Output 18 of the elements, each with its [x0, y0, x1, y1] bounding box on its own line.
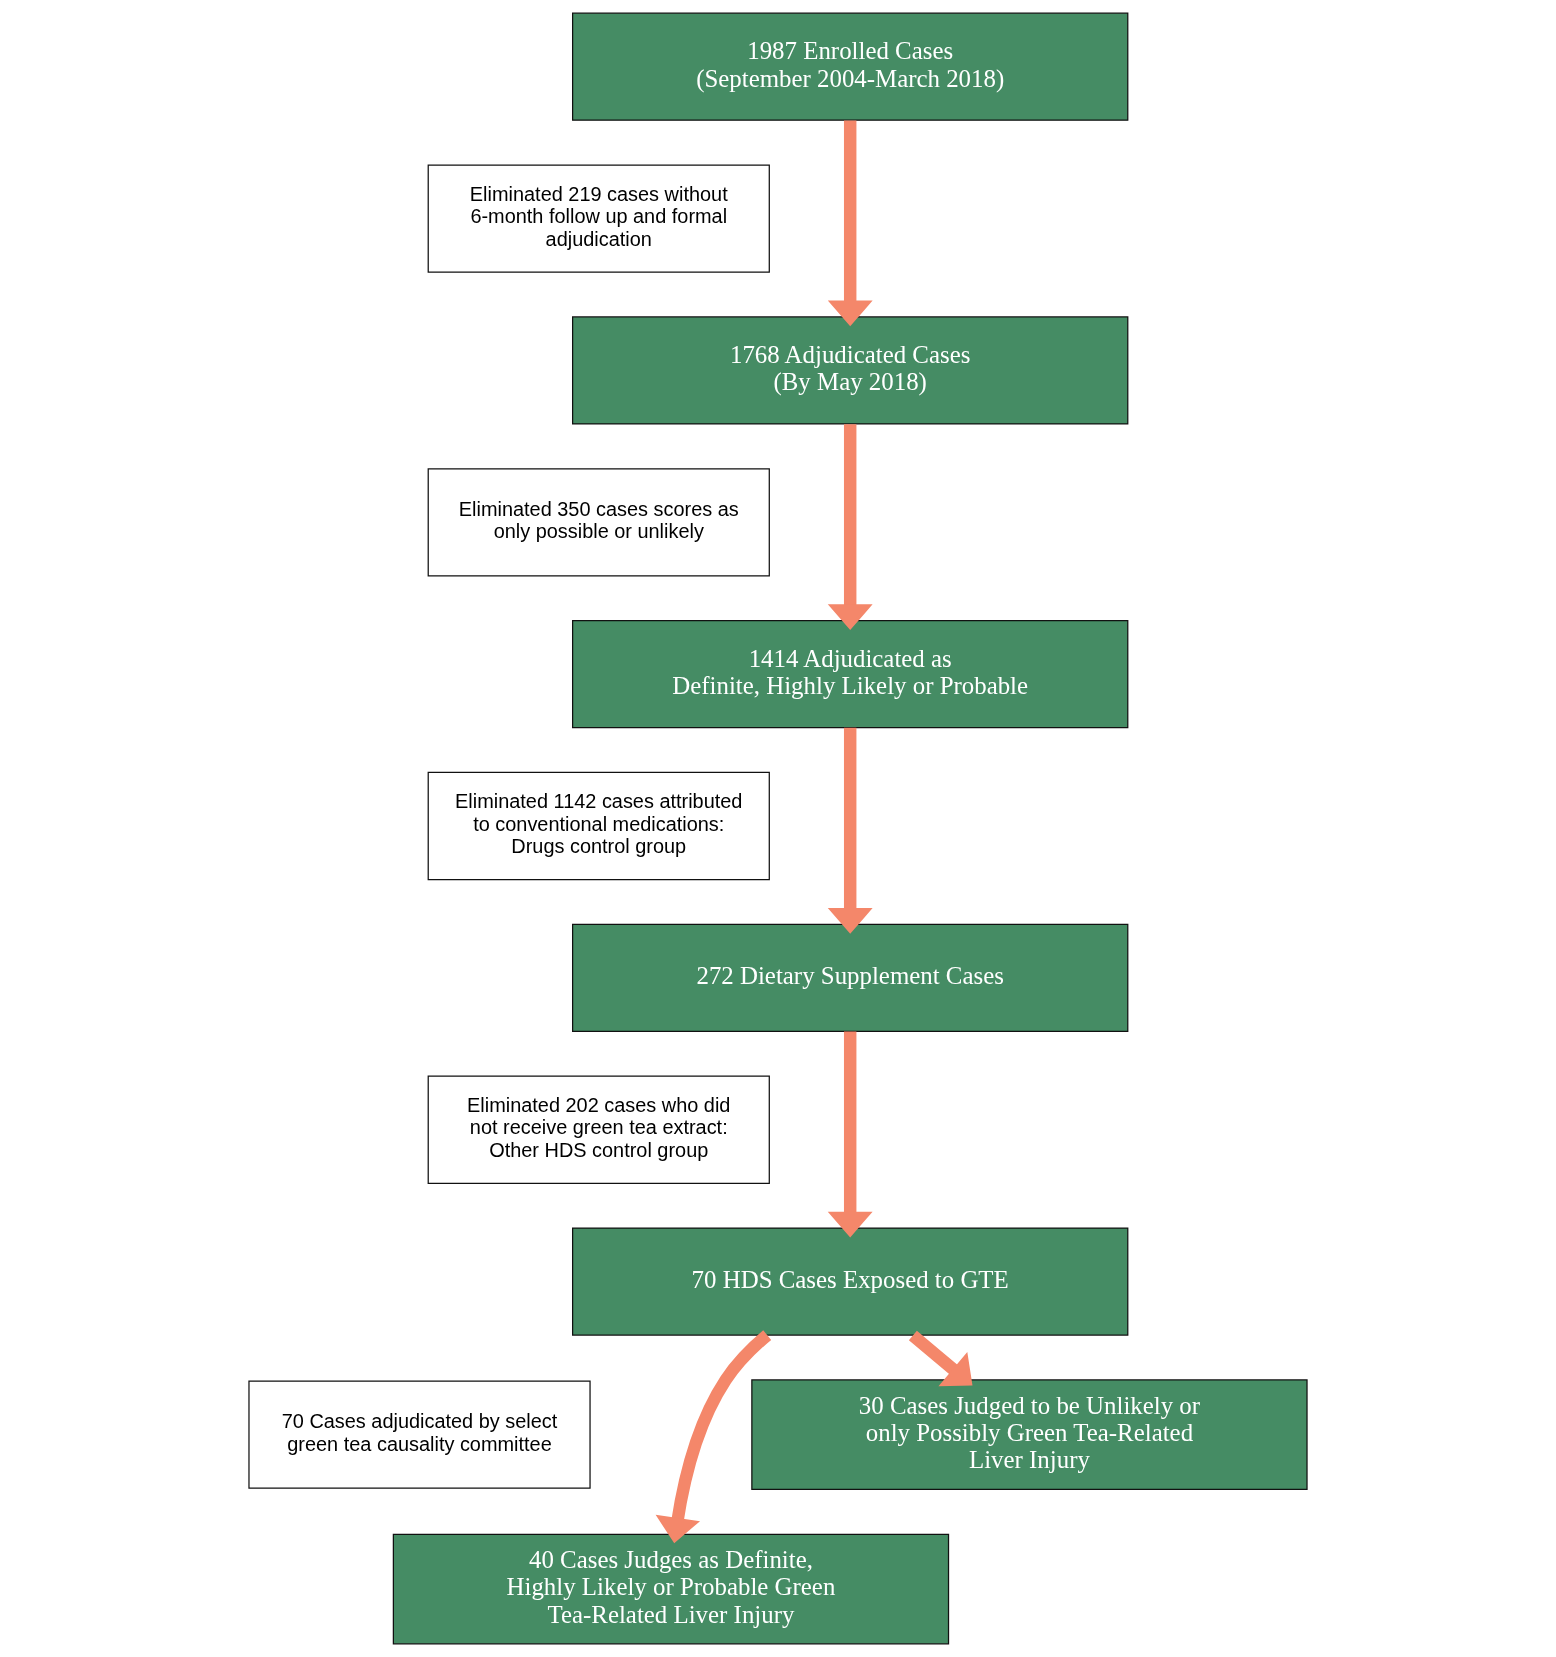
node-box: 70 HDS Cases Exposed to GTE [572, 1227, 1129, 1336]
arrow [827, 424, 873, 630]
node-box: 40 Cases Judges as Definite, Highly Likely or Probable Green Tea-Related Liver Injury [392, 1533, 950, 1645]
node-box: Eliminated 350 cases scores as only possible or unlikely [427, 468, 770, 577]
arrow [827, 727, 873, 934]
arrow [827, 120, 873, 327]
node-box: Eliminated 1142 cases attributed to conventional medications: Drugs control group [427, 771, 770, 881]
node-box: 30 Cases Judged to be Unlikely or only Possibly Green Tea-Related Liver Injury [751, 1379, 1308, 1491]
arrow [908, 1330, 973, 1387]
node-box: 1768 Adjudicated Cases (By May 2018) [572, 316, 1129, 425]
node-box: Eliminated 219 cases without 6-month follow up and formal adjudication [427, 164, 770, 273]
node-box: 272 Dietary Supplement Cases [572, 923, 1129, 1032]
node-box: 1987 Enrolled Cases (September 2004-March 2018) [572, 12, 1129, 121]
arrow [655, 1330, 772, 1544]
node-box: 70 Cases adjudicated by select green tea causality committee [248, 1380, 591, 1489]
arrow [827, 1031, 873, 1238]
node-box: Eliminated 202 cases who did not receive green tea extract: Other HDS control group [427, 1075, 770, 1184]
node-box: 1414 Adjudicated as Definite, Highly Likely or Probable [572, 620, 1129, 729]
